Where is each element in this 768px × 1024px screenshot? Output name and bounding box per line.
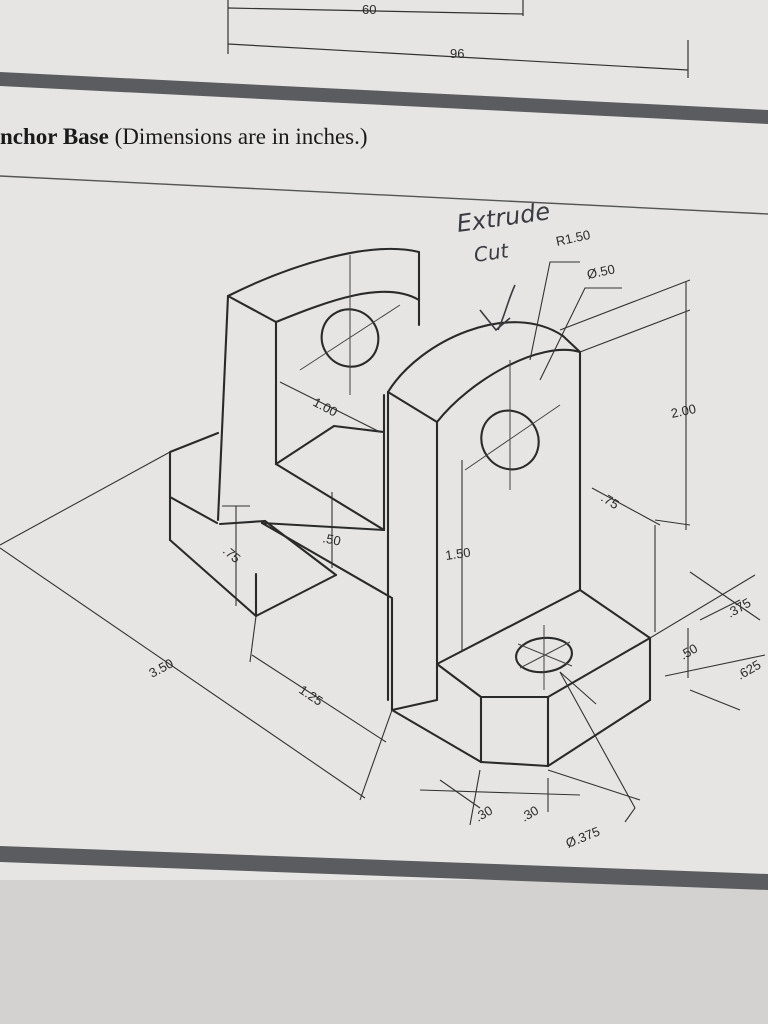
dim-r150: R1.50 [555,227,592,249]
bottom-band [0,846,768,890]
dim-h150: 1.50 [444,545,471,563]
dim-t50: .50 [321,530,342,548]
cut-note: Cut [472,238,511,267]
figure-heading: nchor Base (Dimensions are in inches.) [0,124,368,150]
dim-96: 96 [450,46,464,61]
center-lines [299,255,573,690]
figure-units-note: (Dimensions are in inches.) [108,124,368,149]
dimension-lines [0,261,766,826]
heading-rule [0,175,768,215]
dim-60: 60 [362,2,376,17]
lower-page [0,880,768,1024]
figure-title: nchor Base [0,124,109,149]
dim-h200: 2.00 [670,401,698,421]
dim-d50: Ø.50 [586,261,617,282]
top-band [0,72,768,124]
previous-figure-dims [227,0,689,78]
